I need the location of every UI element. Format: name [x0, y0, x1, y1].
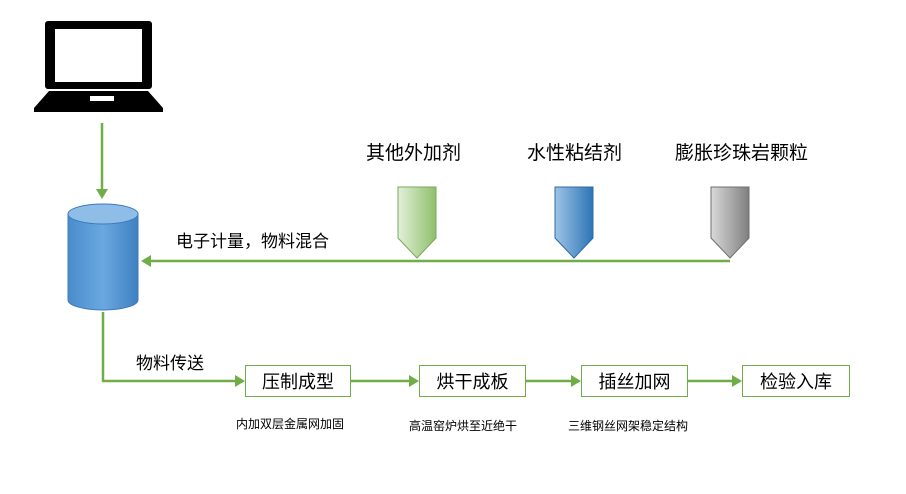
mixing-label: 电子计量，物料混合 — [176, 232, 329, 252]
step1-to-step2-arrowhead — [409, 375, 419, 387]
step3-to-step4-arrowhead — [732, 375, 742, 387]
material-label-binder: 水性粘结剂 — [527, 142, 623, 164]
step-box-inspection: 检验入库 — [742, 365, 850, 397]
transfer-flow-line — [101, 312, 236, 383]
step-box-pressing: 压制成型 — [245, 365, 351, 397]
hopper-icon-perlite — [710, 186, 750, 259]
hopper-icon-additives — [397, 186, 437, 259]
material-label-additives: 其他外加剂 — [366, 142, 462, 164]
hopper-icon-binder — [554, 186, 594, 259]
transfer-label: 物料传送 — [136, 354, 204, 374]
step-box-drying: 烘干成板 — [419, 365, 526, 397]
transfer-flow-arrowhead — [235, 375, 245, 387]
step-note-pressing: 内加双层金属网加固 — [236, 417, 345, 431]
mixing-flow-arrowhead — [141, 255, 151, 267]
step2-to-step3-arrowhead — [571, 375, 581, 387]
step-note-wire-mesh: 三维钢丝网架稳定结构 — [568, 419, 689, 433]
material-label-perlite: 膨胀珍珠岩颗粒 — [675, 142, 809, 164]
laptop-to-storage-arrowhead — [96, 189, 108, 199]
step-box-wire-mesh: 插丝加网 — [581, 365, 688, 397]
storage-cylinder-icon — [67, 203, 139, 311]
step-note-drying: 高温窑炉烘至近绝干 — [409, 419, 518, 433]
laptop-icon — [34, 21, 163, 112]
